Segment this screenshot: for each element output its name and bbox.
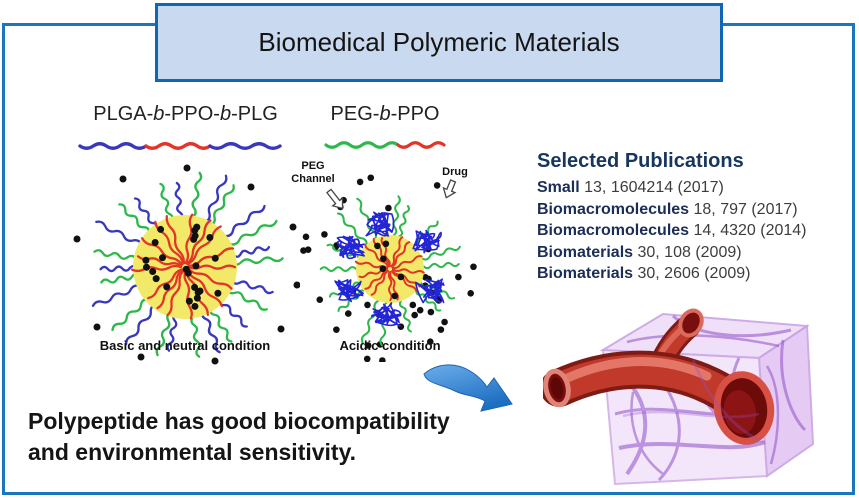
left-title-part: -PPO- bbox=[164, 103, 220, 125]
journal-ref: 30, 2606 (2009) bbox=[633, 265, 751, 282]
journal-name: Small bbox=[537, 179, 580, 196]
footer-statement: Polypeptide has good biocompatibility an… bbox=[28, 406, 488, 468]
publication-item: Biomacromolecules 14, 4320 (2014) bbox=[537, 220, 842, 242]
journal-name: Biomaterials bbox=[537, 265, 634, 282]
left-title-b: b bbox=[153, 103, 165, 125]
peg-label-line1: PEG bbox=[301, 160, 325, 172]
left-title-part: PLGA- bbox=[93, 103, 154, 125]
right-caption: Acidic condition bbox=[339, 338, 441, 353]
publication-item: Biomaterials 30, 108 (2009) bbox=[537, 242, 842, 264]
blood-vessel-scaffold-illustration bbox=[543, 308, 815, 486]
journal-ref: 14, 4320 (2014) bbox=[689, 222, 807, 239]
right-title-part: PEG- bbox=[330, 103, 380, 125]
publication-item: Small 13, 1604214 (2017) bbox=[537, 177, 842, 199]
blood-vessel bbox=[543, 308, 775, 445]
publications-block: Selected Publications Small 13, 1604214 … bbox=[537, 150, 842, 285]
journal-name: Biomaterials bbox=[537, 243, 634, 261]
journal-name: Biomacromolecules bbox=[537, 200, 690, 218]
title-banner: Biomedical Polymeric Materials bbox=[155, 3, 723, 82]
peg-label-line2: Channel bbox=[291, 173, 335, 185]
journal-ref: 18, 797 (2017) bbox=[689, 200, 798, 218]
publication-item: Biomaterials 30, 2606 (2009) bbox=[537, 263, 842, 285]
right-title-part: -PPO bbox=[390, 103, 440, 125]
right-title-b: b bbox=[379, 103, 391, 125]
publication-item: Biomacromolecules 18, 797 (2017) bbox=[537, 199, 842, 221]
publications-heading: Selected Publications bbox=[537, 150, 744, 172]
left-diagram-title: PLGA-b-PPO-b-PLG bbox=[68, 103, 303, 126]
page-title: Biomedical Polymeric Materials bbox=[258, 27, 620, 57]
diblock-copolymer-chain-illustration bbox=[324, 141, 446, 149]
left-micelle-illustration bbox=[73, 164, 300, 365]
footer-line2: and environmental sensitivity. bbox=[28, 439, 357, 465]
left-caption: Basic and neutral condition bbox=[99, 338, 271, 353]
left-title-part: -PLG bbox=[231, 103, 278, 125]
triblock-copolymer-chain-illustration bbox=[78, 142, 282, 150]
footer-line1: Polypeptide has good biocompatibility bbox=[28, 408, 450, 434]
curved-arrow-icon bbox=[423, 364, 513, 412]
left-title-b: b bbox=[219, 103, 232, 125]
journal-name: Biomacromolecules bbox=[537, 222, 690, 239]
drug-label: Drug bbox=[442, 166, 468, 178]
journal-ref: 30, 108 (2009) bbox=[633, 243, 742, 261]
journal-ref: 13, 1604214 (2017) bbox=[579, 179, 724, 196]
right-diagram-title: PEG-b-PPO bbox=[310, 103, 460, 126]
peg-channel-label: PEG Channel bbox=[281, 160, 345, 186]
right-micelle-illustration bbox=[300, 174, 477, 362]
